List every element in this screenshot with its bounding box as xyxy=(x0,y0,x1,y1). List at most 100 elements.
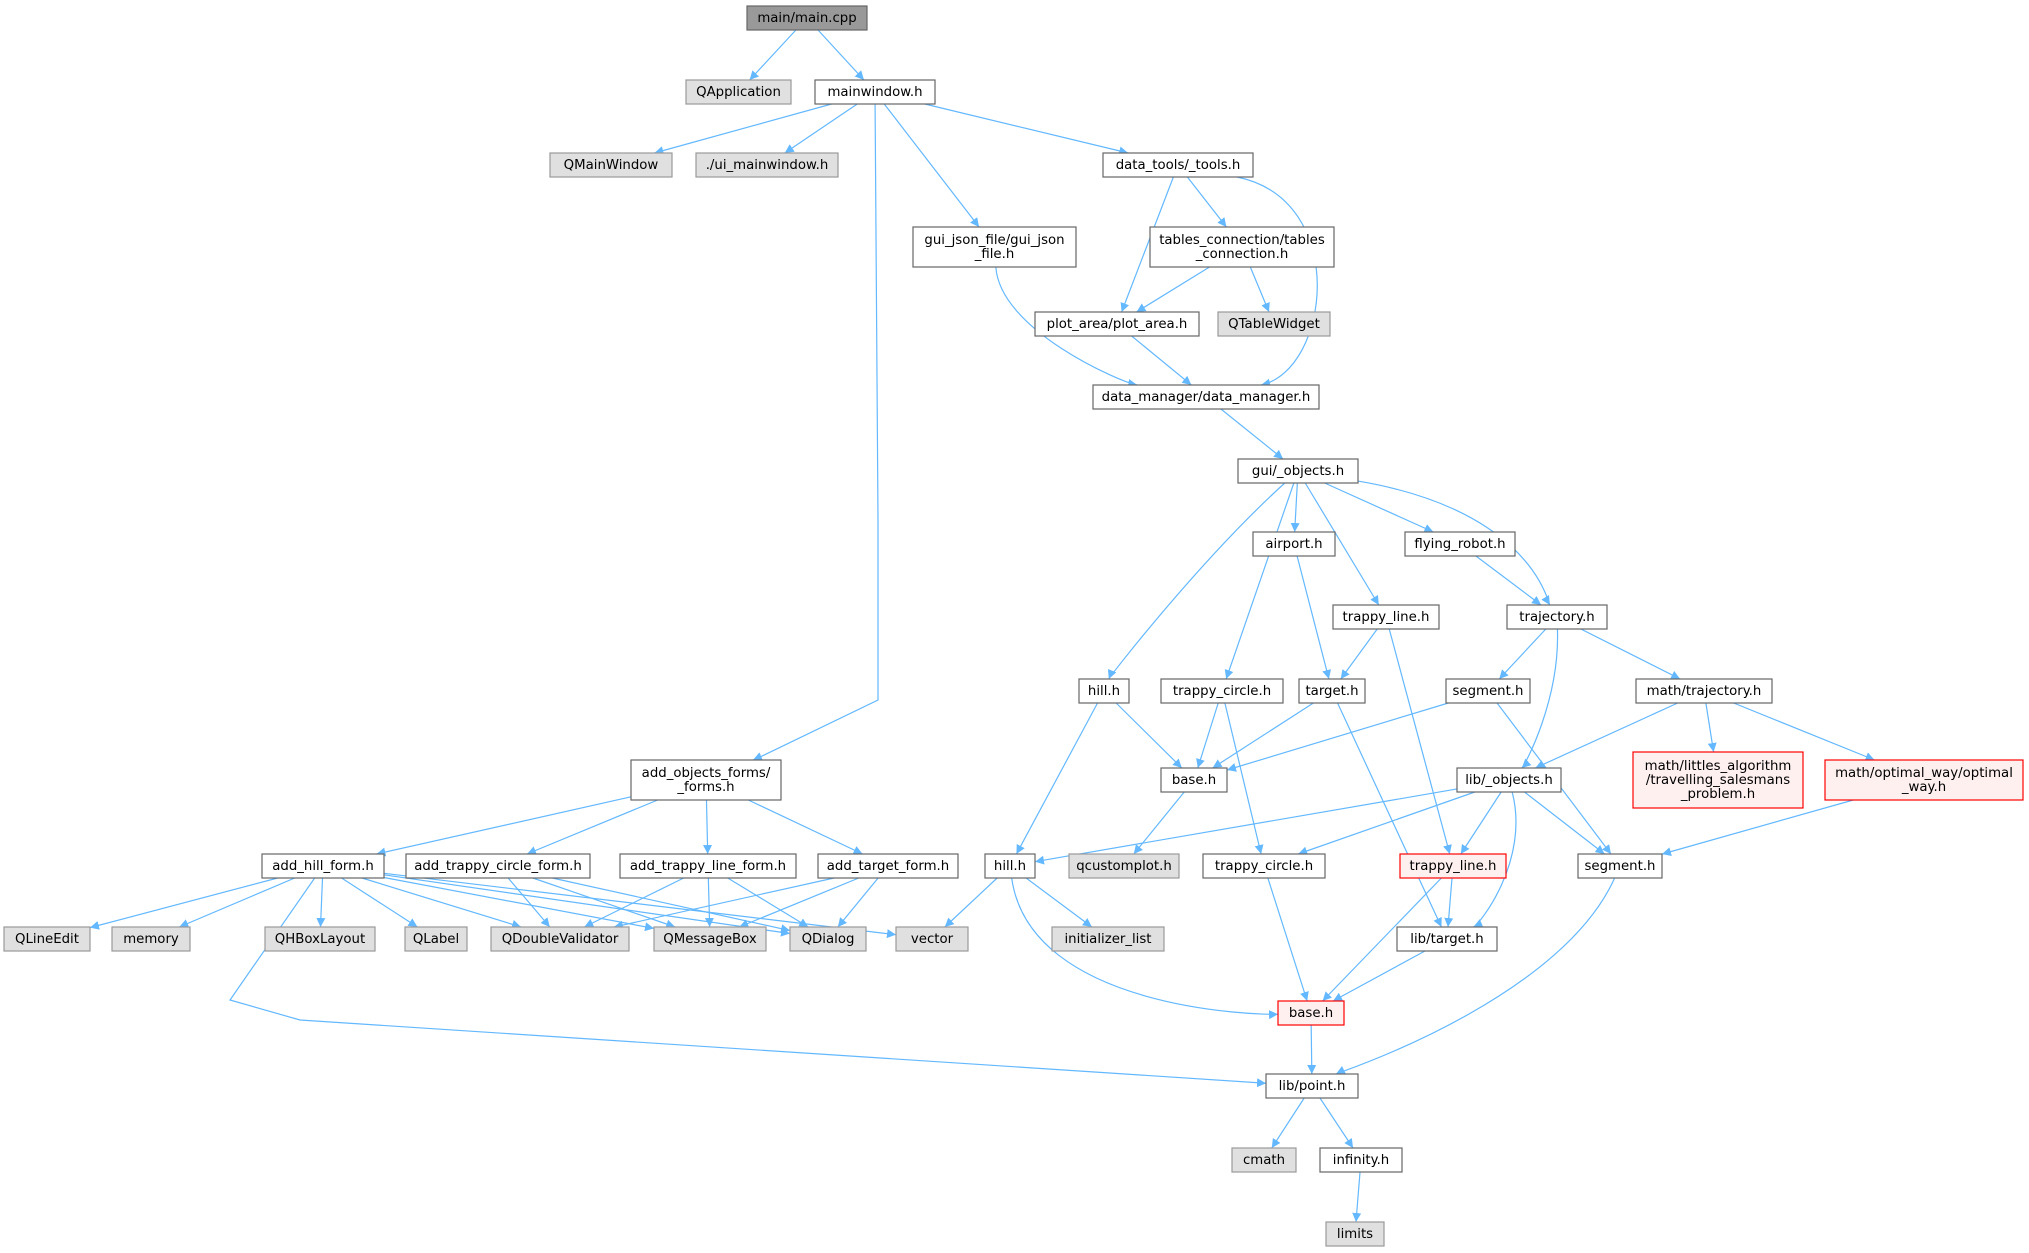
node-box xyxy=(789,926,867,952)
node-label: gui_json_file/gui_json xyxy=(924,233,1064,248)
node-box xyxy=(1160,678,1284,704)
node-box xyxy=(549,152,673,178)
node-label: trajectory.h xyxy=(1519,610,1594,625)
node-qmessagebox[interactable]: QMessageBox xyxy=(653,926,767,952)
node-label: add_target_form.h xyxy=(827,859,949,874)
node-lib-point[interactable]: lib/point.h xyxy=(1265,1073,1359,1099)
node-label: lib/point.h xyxy=(1279,1079,1346,1094)
node-add-objects-forms[interactable]: add_objects_forms/_forms.h xyxy=(630,759,782,801)
edge-add_hill_form-to-qlineedit xyxy=(89,877,278,930)
node-add-target-form[interactable]: add_target_form.h xyxy=(817,853,959,879)
edge-lib_objects-to-trappy_circle_lib xyxy=(1297,791,1476,856)
node-memory[interactable]: memory xyxy=(111,926,191,952)
node-trappy-circle-gui[interactable]: trappy_circle.h xyxy=(1160,678,1284,704)
edge-data_tools-to-plot_area xyxy=(1120,176,1174,313)
node-hill-lib[interactable]: hill.h xyxy=(984,853,1036,879)
node-initializer-list[interactable]: initializer_list xyxy=(1051,926,1165,952)
node-flying-robot[interactable]: flying_robot.h xyxy=(1404,531,1516,557)
node-vector[interactable]: vector xyxy=(895,926,969,952)
node-plot-area[interactable]: plot_area/plot_area.h xyxy=(1034,311,1200,337)
edge-add_hill_form-to-qlabel xyxy=(341,877,418,928)
node-label: base.h xyxy=(1172,773,1216,788)
edge-lib_point-to-cmath xyxy=(1271,1097,1305,1149)
node-airport[interactable]: airport.h xyxy=(1252,531,1336,557)
edge-hill_lib-to-vector xyxy=(944,877,998,928)
node-qlineedit[interactable]: QLineEdit xyxy=(3,926,91,952)
node-label: data_manager/data_manager.h xyxy=(1102,390,1311,405)
node-label: base.h xyxy=(1289,1006,1333,1021)
node-label: mainwindow.h xyxy=(827,85,922,100)
node-data-manager[interactable]: data_manager/data_manager.h xyxy=(1092,384,1320,410)
node-label: lib/target.h xyxy=(1410,932,1483,947)
node-infinity[interactable]: infinity.h xyxy=(1319,1147,1403,1173)
node-base-lib[interactable]: base.h xyxy=(1277,1000,1345,1026)
node-segment-gui[interactable]: segment.h xyxy=(1445,678,1531,704)
node-gui-json[interactable]: gui_json_file/gui_json_file.h xyxy=(912,226,1077,268)
node-trappy-circle-lib[interactable]: trappy_circle.h xyxy=(1202,853,1326,879)
edge-trajectory_gui-to-math_trajectory xyxy=(1580,628,1681,680)
edge-add_target_form-to-qdialog xyxy=(837,877,879,928)
node-box xyxy=(685,79,792,105)
node-main[interactable]: main/main.cpp xyxy=(746,5,868,31)
node-label: main/main.cpp xyxy=(757,11,856,26)
edge-target_gui-to-lib_target xyxy=(1337,702,1442,928)
node-cmath[interactable]: cmath xyxy=(1231,1147,1297,1173)
node-qcustomplot[interactable]: qcustomplot.h xyxy=(1068,853,1180,879)
edge-airport-to-target_gui xyxy=(1296,555,1332,680)
node-qhboxlayout[interactable]: QHBoxLayout xyxy=(264,926,376,952)
node-qlabel[interactable]: QLabel xyxy=(404,926,468,952)
node-box xyxy=(895,926,969,952)
node-qmainwindow[interactable]: QMainWindow xyxy=(549,152,673,178)
node-label: QHBoxLayout xyxy=(275,932,365,947)
node-math-trajectory[interactable]: math/trajectory.h xyxy=(1635,678,1773,704)
node-label: vector xyxy=(911,932,954,947)
node-segment-lib[interactable]: segment.h xyxy=(1577,853,1663,879)
edge-trajectory_gui-to-lib_objects xyxy=(1521,628,1559,769)
node-tables-conn[interactable]: tables_connection/tables_connection.h xyxy=(1149,226,1335,268)
edge-trajectory_gui-to-segment_gui xyxy=(1498,628,1547,680)
node-mainwindow[interactable]: mainwindow.h xyxy=(814,79,936,105)
node-data-tools[interactable]: data_tools/_tools.h xyxy=(1102,152,1254,178)
node-box xyxy=(264,926,376,952)
node-gui-objects[interactable]: gui/_objects.h xyxy=(1237,458,1359,484)
node-label: airport.h xyxy=(1265,537,1322,552)
node-add-hill-form[interactable]: add_hill_form.h xyxy=(261,853,385,879)
node-hill-gui[interactable]: hill.h xyxy=(1078,678,1130,704)
node-lib-objects[interactable]: lib/_objects.h xyxy=(1456,767,1562,793)
node-box xyxy=(912,226,1077,268)
edge-trappy_line_lib-to-lib_target xyxy=(1444,877,1454,928)
node-label: _connection.h xyxy=(1195,247,1289,262)
node-limits[interactable]: limits xyxy=(1325,1221,1385,1247)
node-box xyxy=(490,926,630,952)
node-box xyxy=(1237,458,1359,484)
node-target-gui[interactable]: target.h xyxy=(1298,678,1366,704)
node-label: /travelling_salesmans xyxy=(1646,773,1790,788)
edge-infinity-to-limits xyxy=(1352,1171,1362,1223)
node-box xyxy=(619,853,797,879)
node-box xyxy=(1277,1000,1345,1026)
node-lib-target[interactable]: lib/target.h xyxy=(1396,926,1498,952)
node-box xyxy=(1635,678,1773,704)
node-ui-mainwindow[interactable]: ./ui_mainwindow.h xyxy=(695,152,839,178)
node-box xyxy=(1577,853,1663,879)
node-qdoublevalidator[interactable]: QDoubleValidator xyxy=(490,926,630,952)
node-label: trappy_line.h xyxy=(1343,610,1430,625)
node-box xyxy=(1217,311,1331,337)
node-trajectory-gui[interactable]: trajectory.h xyxy=(1506,604,1608,630)
node-optimal-way[interactable]: math/optimal_way/optimal_way.h xyxy=(1824,759,2024,801)
edge-add_hill_form-to-qhboxlayout xyxy=(316,877,326,928)
edge-add_hill_form-to-qdialog xyxy=(383,874,791,937)
node-qapplication[interactable]: QApplication xyxy=(685,79,792,105)
node-add-trappy-circle-form[interactable]: add_trappy_circle_form.h xyxy=(405,853,591,879)
node-add-trappy-line-form[interactable]: add_trappy_line_form.h xyxy=(619,853,797,879)
node-trappy-line-gui[interactable]: trappy_line.h xyxy=(1332,604,1440,630)
node-littles[interactable]: math/littles_algorithm/travelling_salesm… xyxy=(1632,751,1804,809)
edge-trappy_circle_lib-to-base_lib xyxy=(1267,877,1309,1002)
node-base-gui[interactable]: base.h xyxy=(1160,767,1228,793)
node-qdialog[interactable]: QDialog xyxy=(789,926,867,952)
edge-data_tools-to-tables_conn xyxy=(1186,176,1227,228)
node-box xyxy=(111,926,191,952)
node-trappy-line-lib[interactable]: trappy_line.h xyxy=(1399,853,1507,879)
node-qtablewidget[interactable]: QTableWidget xyxy=(1217,311,1331,337)
node-box xyxy=(1102,152,1254,178)
